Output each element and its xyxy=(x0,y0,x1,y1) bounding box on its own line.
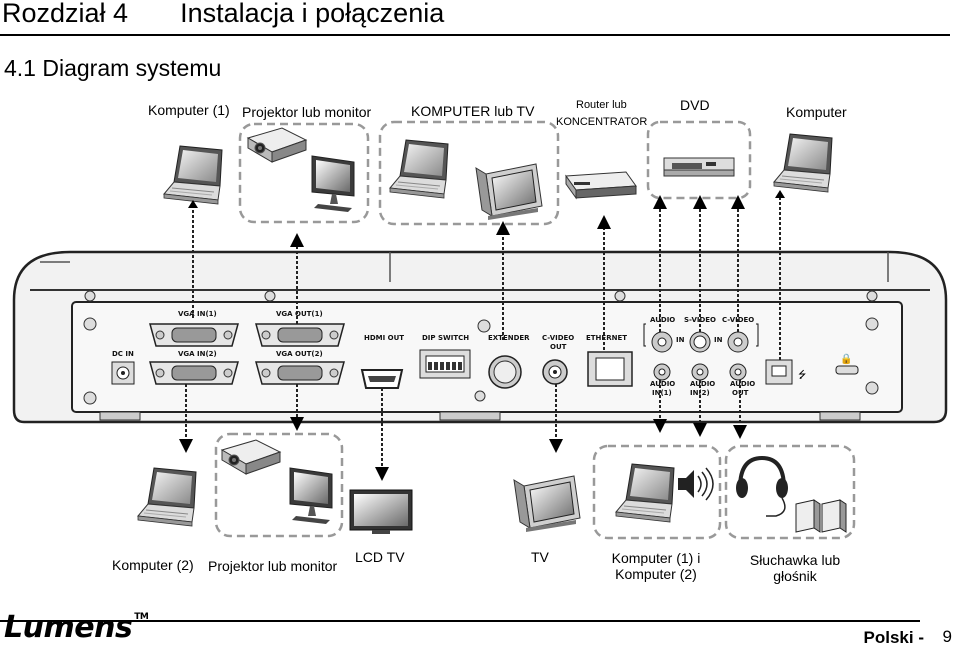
label-computer1: Komputer (1) xyxy=(148,102,230,118)
hdmi-port-icon xyxy=(360,369,404,389)
usb-port-icon: ⭍ xyxy=(765,359,806,385)
audio-out-port-icon xyxy=(729,363,747,381)
speaker-sound-icon xyxy=(678,467,714,501)
lcd-tv-icon xyxy=(349,489,413,534)
laptop-icon xyxy=(163,145,223,205)
port-label-hdmi-out: HDMI OUT xyxy=(364,334,404,342)
port-label-audio-in2-1: AUDIO xyxy=(690,380,715,388)
cvideo-out-port-icon xyxy=(542,359,568,385)
label-router-line2: KONCENTRATOR xyxy=(556,116,648,128)
ethernet-port-icon xyxy=(587,351,633,387)
footer-divider xyxy=(0,620,920,622)
port-label-in-left: IN xyxy=(676,336,685,344)
laptop-icon xyxy=(615,463,675,523)
label-headphones-line1: Słuchawka lub xyxy=(749,552,841,568)
port-label-vga-out2: VGA OUT(2) xyxy=(276,350,323,358)
chapter-title: Rozdział 4 Instalacja i połączenia xyxy=(2,0,444,29)
svg-text:🔒: 🔒 xyxy=(840,353,852,365)
laptop-icon xyxy=(773,133,833,193)
dc-in-port-icon xyxy=(111,361,135,385)
port-label-audio-in1-1: AUDIO xyxy=(650,380,675,388)
label-projector-monitor-bottom: Projektor lub monitor xyxy=(208,558,338,574)
vga-in2-port-icon xyxy=(149,361,239,385)
label-dvd: DVD xyxy=(680,97,710,113)
extender-port-icon xyxy=(488,355,522,389)
port-label-cvideo-out-2: OUT xyxy=(550,343,567,351)
group-projector-monitor-top xyxy=(238,122,370,224)
port-label-cvideo-out-1: C-VIDEO xyxy=(542,334,574,342)
monitor-icon xyxy=(289,467,333,525)
trademark-symbol: TM xyxy=(134,612,149,622)
audio-in1-port-icon xyxy=(653,363,671,381)
title-divider xyxy=(0,34,950,36)
label-computer2: Komputer (2) xyxy=(112,557,194,573)
group-computers-audio xyxy=(592,444,722,540)
label-lcd-tv: LCD TV xyxy=(355,549,405,565)
dvd-player-icon xyxy=(663,157,735,177)
lock-slot-icon: 🔒 xyxy=(835,353,859,375)
headphones-icon xyxy=(736,455,788,517)
tv-icon xyxy=(513,475,581,533)
svideo-port-icon xyxy=(689,331,711,353)
router-icon xyxy=(565,171,637,200)
speakers-icon xyxy=(795,499,847,533)
audio-in2-port-icon xyxy=(691,363,709,381)
port-label-ethernet: ETHERNET xyxy=(586,334,627,342)
group-computer-tv-top xyxy=(378,120,560,226)
label-computers-line1: Komputer (1) i xyxy=(611,550,701,566)
vga-out2-port-icon xyxy=(255,361,345,385)
device-rear-panel: VGA IN(1) VGA IN(2) VGA OUT(1) VGA OUT(2… xyxy=(12,250,948,424)
port-label-in-right: IN xyxy=(714,336,723,344)
monitor-icon xyxy=(311,155,355,213)
port-label-audio-out-1: AUDIO xyxy=(730,380,755,388)
label-computer-tv: KOMPUTER lub TV xyxy=(411,103,535,119)
port-label-audio-in1-2: IN(1) xyxy=(652,389,672,397)
port-label-audio: AUDIO xyxy=(650,316,675,324)
projector-icon xyxy=(221,439,281,475)
label-projector-monitor-top: Projektor lub monitor xyxy=(242,104,372,120)
language-label: Polski - xyxy=(863,628,924,647)
chapter-number: Rozdział 4 xyxy=(2,0,129,28)
cvideo-in-port-icon xyxy=(727,331,749,353)
dip-switch-icon xyxy=(419,349,471,379)
projector-icon xyxy=(247,127,307,163)
svg-text:⭍: ⭍ xyxy=(798,369,806,381)
vga-out1-port-icon xyxy=(255,323,345,347)
group-dvd xyxy=(646,120,752,200)
label-computers-line2: Komputer (2) xyxy=(615,566,697,582)
port-label-dc-in: DC IN xyxy=(112,350,134,358)
group-projector-monitor-bottom xyxy=(214,432,344,538)
label-headphones-line2: głośnik xyxy=(773,568,817,584)
port-label-vga-out1: VGA OUT(1) xyxy=(276,310,323,318)
brand-name: Lumens xyxy=(4,610,133,645)
port-label-vga-in2: VGA IN(2) xyxy=(178,350,217,358)
laptop-icon xyxy=(389,139,449,199)
label-computer: Komputer xyxy=(786,104,847,120)
tv-icon xyxy=(475,163,543,221)
port-label-dip-switch: DIP SWITCH xyxy=(422,334,469,342)
audio-in-port-icon xyxy=(651,331,673,353)
label-router-line1: Router lub xyxy=(576,99,627,111)
section-title: 4.1 Diagram systemu xyxy=(4,55,222,81)
laptop-icon xyxy=(137,467,197,527)
label-tv: TV xyxy=(531,549,549,565)
chapter-name: Instalacja i połączenia xyxy=(180,0,445,28)
vga-in1-port-icon xyxy=(149,323,239,347)
page-number: 9 xyxy=(942,627,952,646)
port-label-extender: EXTENDER xyxy=(488,334,530,342)
port-label-vga-in1: VGA IN(1) xyxy=(178,310,217,318)
